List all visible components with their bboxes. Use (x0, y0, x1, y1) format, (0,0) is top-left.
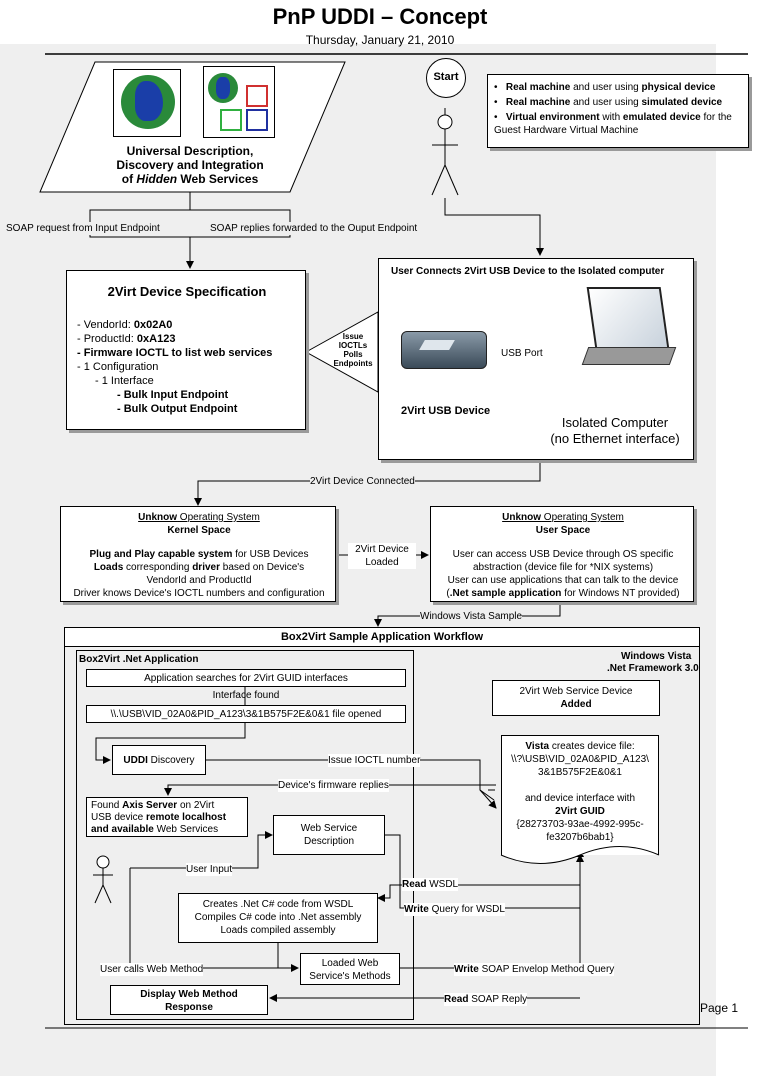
file-opened-box: \\.\USB\VID_02A0&PID_A123\3&1B575F2E&0&1… (86, 705, 406, 723)
spec-firmware: - Firmware IOCTL to list web services (77, 347, 273, 359)
kernel-line3: VendorId and ProductId (146, 575, 252, 586)
issue-label: Issue (342, 332, 364, 341)
ws-description-box: Web Service Description (273, 815, 385, 855)
page-title: PnP UDDI – Concept (272, 4, 488, 29)
user-line3: User can use applications that can talk … (447, 575, 679, 586)
os-label-2: .Net Framework 3.0 (607, 663, 699, 674)
env-item-3: • Virtual environment with emulated devi… (494, 112, 732, 136)
kernel-line1: Plug and Play capable system for USB Dev… (89, 549, 309, 560)
search-box: Application searches for 2Virt GUID inte… (86, 669, 406, 687)
kernel-line4: Driver knows Device's IOCTL numbers and … (73, 588, 325, 599)
env-item-2: • Real machine and user using simulated … (494, 97, 723, 108)
firmware-replies-label: Device's firmware replies (278, 779, 389, 792)
write-soap-label: Write SOAP Envelop Method Query (454, 963, 615, 976)
app-box: Box2Virt .Net Application (76, 650, 414, 1020)
spec-bulk-in: - Bulk Input Endpoint (117, 389, 229, 401)
ioctls-label: IOCTLs (338, 341, 368, 350)
vista-sample-label: Windows Vista Sample (420, 610, 523, 623)
read-reply-label: Read SOAP Reply (444, 993, 528, 1006)
kernel-heading: Unknow Operating System (138, 512, 260, 523)
connect-title: User Connects 2Virt USB Device to the Is… (391, 266, 665, 277)
polls-label: Polls (343, 350, 363, 359)
uddi-line1: Universal Description, (126, 144, 254, 158)
ws-device-added-box: 2Virt Web Service Device Added (492, 680, 660, 716)
spec-config: - 1 Configuration (77, 361, 159, 373)
globe-image (113, 69, 181, 137)
globe-icon (121, 75, 175, 129)
soap-replies-label: SOAP replies forwarded to the Ouput Endp… (210, 222, 418, 235)
read-wsdl-label: Read WSDL (402, 878, 459, 891)
user-input-label: User Input (186, 863, 233, 876)
device-spec-box: 2Virt Device Specification - VendorId: 0… (66, 270, 306, 430)
create-code-box: Creates .Net C# code from WSDL Compiles … (178, 893, 378, 943)
kernel-space-box: Unknow Operating System Kernel Space Plu… (60, 506, 336, 602)
app-title: Box2Virt .Net Application (79, 654, 199, 665)
user-sub: User Space (535, 525, 591, 536)
kernel-sub: Kernel Space (167, 525, 231, 536)
connect-box: User Connects 2Virt USB Device to the Is… (378, 258, 694, 460)
green-square-icon (220, 109, 242, 131)
user-space-box: Unknow Operating System User Space User … (430, 506, 694, 602)
device-loaded-label-1: 2Virt Device (348, 543, 416, 556)
environments-box: • Real machine and user using physical d… (487, 74, 749, 148)
workflow-box: Box2Virt Sample Application Workflow Win… (64, 627, 700, 1025)
user-line2: abstraction (device file for *NIX system… (472, 562, 654, 573)
user-calls-label: User calls Web Method (100, 963, 204, 976)
usb-port-label: USB Port (501, 347, 543, 360)
display-response-box: Display Web Method Response (110, 985, 268, 1015)
kernel-line2: Loads corresponding driver based on Devi… (93, 562, 305, 573)
uddi-discovery-box: UDDI Discovery (112, 745, 206, 775)
device-connected-label: 2Virt Device Connected (310, 475, 415, 488)
spec-bulk-out: - Bulk Output Endpoint (117, 403, 238, 415)
blue-square-icon (246, 109, 268, 131)
spec-product: - ProductId: 0xA123 (77, 333, 176, 345)
services-image (203, 66, 275, 138)
usb-device-label: 2Virt USB Device (401, 405, 491, 417)
endpoints-label: Endpoints (333, 359, 373, 368)
red-square-icon (246, 85, 268, 107)
spec-title: 2Virt Device Specification (107, 284, 267, 299)
page-date: Thursday, January 21, 2010 (305, 33, 455, 47)
workflow-title: Box2Virt Sample Application Workflow (280, 631, 484, 643)
soap-request-label: SOAP request from Input Endpoint (6, 222, 160, 235)
user-line4: (.Net sample application for Windows NT … (446, 588, 680, 599)
axis-server-box: Found Axis Server on 2Virt USB device re… (86, 797, 248, 837)
computer-label-2: (no Ethernet interface) (550, 431, 680, 446)
os-label-1: Windows Vista (621, 651, 692, 662)
loaded-methods-box: Loaded Web Service's Methods (300, 953, 400, 985)
user-line1: User can access USB Device through OS sp… (452, 549, 674, 560)
globe-icon (208, 73, 238, 103)
uddi-line3: of Hidden Web Services (121, 172, 259, 186)
usb-device-icon (401, 331, 487, 369)
env-item-1: • Real machine and user using physical d… (494, 82, 716, 93)
device-loaded-label-2: Loaded (348, 556, 416, 569)
laptop-icon (581, 287, 677, 367)
vista-device-file-box: Vista creates device file: \\?\USB\VID_0… (501, 735, 659, 855)
uddi-line2: Discovery and Integration (116, 158, 264, 172)
write-query-label: Write Query for WSDL (404, 903, 505, 916)
computer-label-1: Isolated Computer (561, 415, 669, 430)
page-number: Page 1 (700, 1001, 739, 1015)
spec-interface: - 1 Interface (95, 375, 154, 387)
issue-ioctl-number-label: Issue IOCTL number (328, 754, 421, 767)
spec-vendor: - VendorId: 0x02A0 (77, 319, 173, 331)
user-heading: Unknow Operating System (502, 512, 624, 523)
start-node: Start (426, 58, 466, 98)
interface-found-label: Interface found (212, 690, 280, 701)
